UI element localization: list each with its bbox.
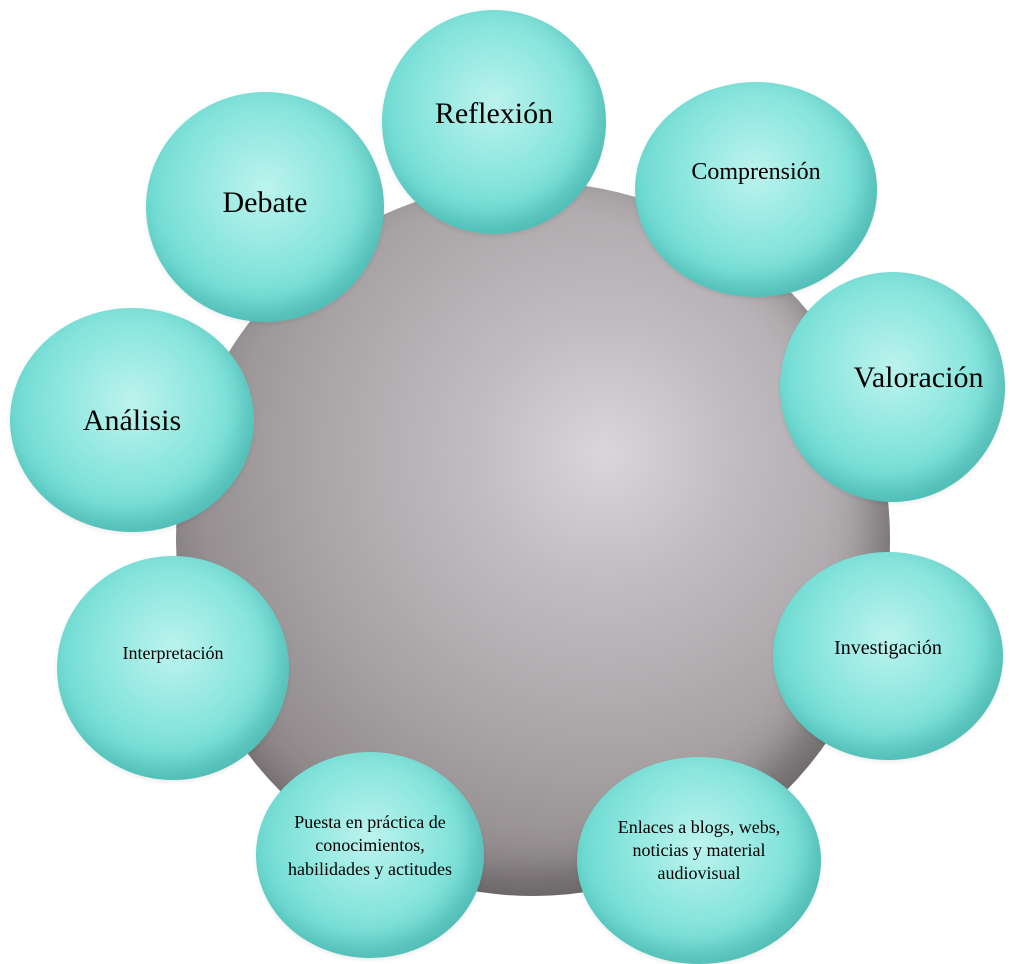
node-debate-label: Debate	[222, 185, 308, 219]
node-enlaces-label: Enlaces a blogs, webs, noticias y materi…	[617, 816, 781, 884]
node-debate: Debate	[146, 92, 384, 322]
node-investigacion: Investigación	[773, 552, 1003, 760]
node-analisis: Análisis	[10, 308, 254, 532]
node-valoracion: Valoración	[780, 272, 1005, 502]
node-analisis-label: Análisis	[82, 403, 182, 437]
node-comprension-label: Comprensión	[691, 159, 821, 186]
node-reflexion: Reflexión	[382, 10, 606, 234]
node-valoracion-label: Valoración	[853, 360, 984, 394]
node-comprension: Comprensión	[635, 82, 877, 297]
node-puesta-en-practica: Puesta en práctica de conocimientos, hab…	[256, 752, 484, 958]
node-investigacion-label: Investigación	[834, 637, 942, 660]
node-reflexion-label: Reflexión	[434, 96, 554, 130]
node-interpretacion-label: Interpretación	[122, 643, 224, 664]
node-interpretacion: Interpretación	[57, 556, 289, 780]
node-puesta-en-practica-label: Puesta en práctica de conocimientos, hab…	[288, 812, 452, 879]
node-enlaces: Enlaces a blogs, webs, noticias y materi…	[577, 757, 821, 964]
